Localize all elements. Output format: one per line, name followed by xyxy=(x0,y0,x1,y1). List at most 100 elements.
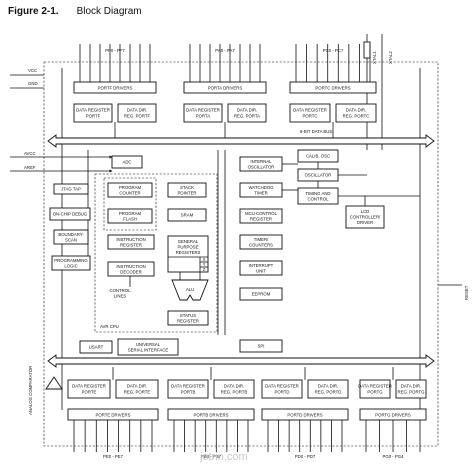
program-flash-block xyxy=(107,208,153,224)
irq-line1: INTERRUPT xyxy=(249,263,274,268)
eeprom-block xyxy=(239,287,283,301)
ctrl-line2: LINES xyxy=(114,294,127,299)
ocd-block xyxy=(49,207,91,221)
portd-drivers-reg-text: PORTD xyxy=(275,390,290,395)
flash-region xyxy=(103,177,157,231)
xtal2-label: XTAL2 xyxy=(388,51,393,64)
portc-drivers-data-dir-register xyxy=(335,103,377,123)
eeprom-label: EEPROM xyxy=(252,292,271,297)
instruction-decoder-block xyxy=(107,261,155,277)
vcc-label: VCC xyxy=(28,68,37,73)
analog-comparator xyxy=(45,376,63,390)
id-line2: DECODER xyxy=(120,270,142,275)
porte-drivers-reg-text: DATA DIR. xyxy=(127,384,147,389)
irq-line2: UNIT xyxy=(256,269,266,274)
jtag-label: JTAG TAP xyxy=(61,187,81,192)
usi-block xyxy=(117,338,179,356)
portc-drivers-reg-text: REG. PORTC xyxy=(343,114,370,119)
porta-drivers-reg-text: DATA REGISTER xyxy=(186,108,220,113)
figure-number: Figure 2-1. xyxy=(8,6,59,17)
portd-drivers-reg-text: DATA DIR. xyxy=(318,384,338,389)
porta-drivers-data-register xyxy=(183,103,223,123)
alu-label: ALU xyxy=(186,287,194,292)
gpr-line3: REGISTERS xyxy=(176,250,201,255)
status-register-block xyxy=(167,310,209,326)
portb-drivers-data-register xyxy=(167,379,209,399)
porta-drivers-pins-label: PA0 - PA7 xyxy=(215,48,235,53)
alu-block xyxy=(171,279,209,301)
chip-outline xyxy=(43,61,439,447)
boundary-line1: BOUNDARY- xyxy=(58,232,84,237)
wdt-line2: TIMER xyxy=(254,191,267,196)
portf-drivers-data-register xyxy=(73,103,113,123)
xtal1-label: XTAL1 xyxy=(372,51,377,64)
porte-drivers-data-register xyxy=(67,379,111,399)
lower-data-bus xyxy=(47,354,435,368)
gpr-line1: GENERAL xyxy=(178,239,199,244)
cal-osc-label: CALIB. OSC xyxy=(306,154,330,159)
pc-line2: COUNTER xyxy=(119,191,140,196)
interrupt-unit-block xyxy=(239,260,283,276)
porta-drivers-reg-text: DATA DIR. xyxy=(237,108,257,113)
timing-line2: CONTROL xyxy=(307,197,329,202)
porta-drivers-label: PORTA DRIVERS xyxy=(208,86,243,91)
timer-counters-block xyxy=(239,234,283,250)
portg-drivers-reg-text: DATA REGISTER xyxy=(358,384,392,389)
portb-drivers-reg-text: DATA DIR. xyxy=(224,384,244,389)
portd-drivers-data-dir-register xyxy=(307,379,349,399)
lcd-line1: LCD xyxy=(361,209,370,214)
adc-block xyxy=(111,155,143,169)
portf-drivers-pins-label: PF0 - PF7 xyxy=(105,48,125,53)
mcu-control-block xyxy=(239,208,283,224)
portg-drivers-data-dir-register xyxy=(395,379,427,399)
ctrl-line1: CONTROL xyxy=(109,288,131,293)
portg-drivers-reg-text: DATA DIR. xyxy=(401,384,421,389)
porte-drivers-reg-text: PORTE xyxy=(82,390,97,395)
portb-drivers-reg-text: PORTB xyxy=(181,390,196,395)
portc-drivers-block xyxy=(289,81,377,94)
porte-drivers-reg-text: REG. PORTE xyxy=(124,390,151,395)
porta-drivers-block xyxy=(183,81,267,94)
avr-cpu-region xyxy=(94,173,218,333)
status-line1: STATUS xyxy=(180,313,196,318)
gpr-block xyxy=(167,235,209,273)
portd-drivers-reg-text: DATA REGISTER xyxy=(265,384,299,389)
portb-drivers-block xyxy=(167,408,255,421)
reg-x: X xyxy=(203,257,206,262)
crystal xyxy=(363,41,371,59)
ir-line2: REGISTER xyxy=(120,243,142,248)
portb-drivers-data-dir-register xyxy=(213,379,255,399)
portg-drivers-pins-label: PG0 - PG4 xyxy=(382,454,404,459)
portd-drivers-data-register xyxy=(261,379,303,399)
mcu-line1: MCU CONTROL xyxy=(245,211,278,216)
portb-drivers-pins-label: PB0 - PB7 xyxy=(201,454,222,459)
boundary-scan-block xyxy=(53,229,89,245)
stack-pointer-block xyxy=(167,182,207,198)
portc-drivers-data-register xyxy=(289,103,331,123)
aref-label: AREF xyxy=(24,165,36,170)
gnd-label: GND xyxy=(28,81,38,86)
usi-line1: UNIVERSAL xyxy=(136,342,161,347)
reset-label: RESET xyxy=(464,285,469,300)
porte-drivers-reg-text: DATA REGISTER xyxy=(72,384,106,389)
portc-drivers-reg-text: DATA DIR. xyxy=(346,108,366,113)
id-line1: INSTRUCTION xyxy=(116,264,145,269)
prog-logic-line1: PROGRAMMING xyxy=(54,258,88,263)
pc-line1: PROGRAM xyxy=(119,185,142,190)
portc-drivers-pins-label: PC0 - PC7 xyxy=(323,48,344,53)
mcu-line2: REGISTER xyxy=(250,217,272,222)
portd-drivers-reg-text: REG. PORTD xyxy=(315,390,342,395)
portf-drivers-block xyxy=(73,81,157,94)
reg-y: Y xyxy=(203,262,206,267)
portf-drivers-reg-text: DATA DIR. xyxy=(127,108,147,113)
jtag-block xyxy=(53,183,89,195)
lcd-line2: CONTROLLER/ xyxy=(350,215,381,220)
porta-drivers-data-dir-register xyxy=(227,103,267,123)
porte-drivers-label: PORTE DRIVERS xyxy=(95,413,130,418)
data-bus xyxy=(47,134,435,148)
porte-drivers-block xyxy=(67,408,159,421)
wdt-line1: WATCHDOG xyxy=(248,185,274,190)
sp-line1: STACK xyxy=(180,185,194,190)
instruction-register-block xyxy=(107,234,155,250)
